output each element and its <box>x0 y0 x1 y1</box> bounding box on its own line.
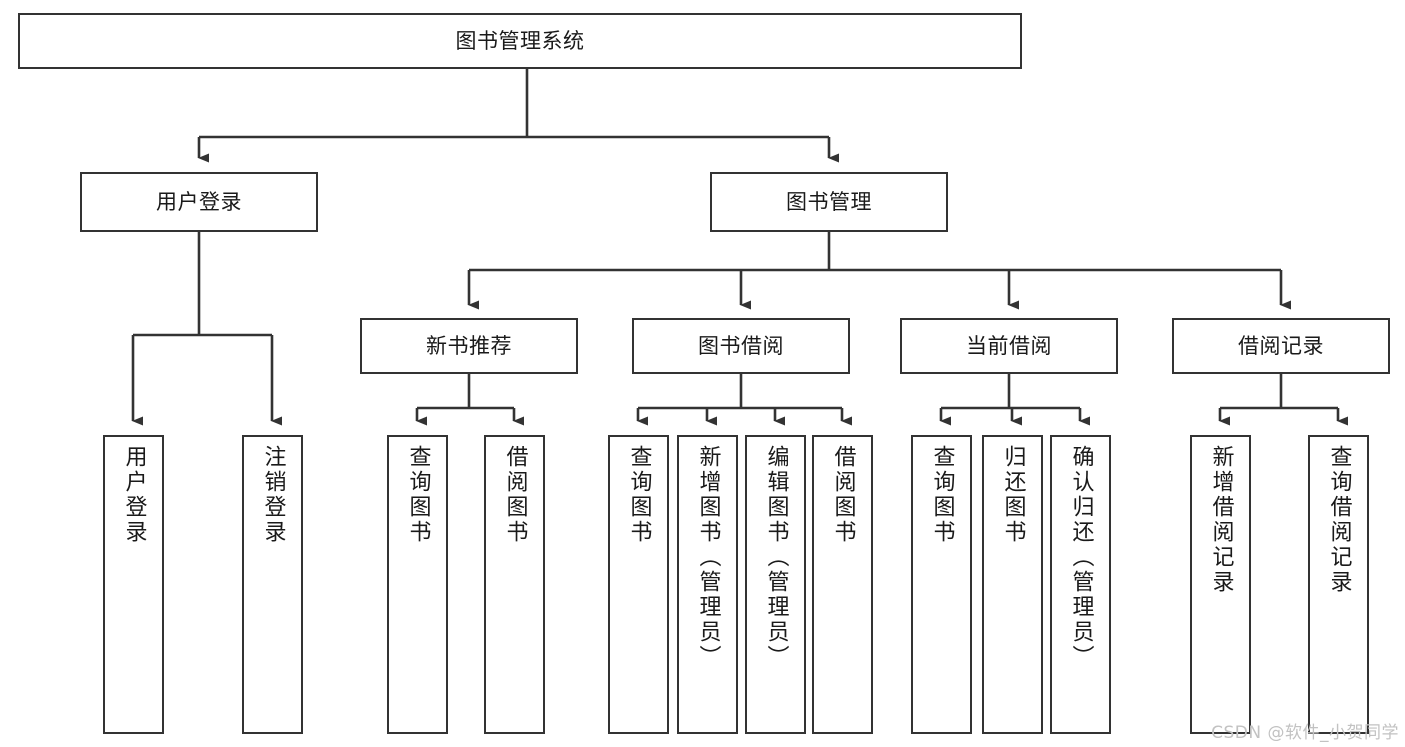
node-leaf-query-book-1[interactable]: 查询图书 <box>387 435 448 734</box>
node-leaf-confirm-return[interactable]: 确认归还（管理员） <box>1050 435 1111 734</box>
node-root-label: 图书管理系统 <box>455 28 585 53</box>
node-leaf-add-book[interactable]: 新增图书（管理员） <box>677 435 738 734</box>
node-leaf-user-login[interactable]: 用户登录 <box>103 435 164 734</box>
node-borrow-record-label: 借阅记录 <box>1238 333 1324 358</box>
node-book-manage[interactable]: 图书管理 <box>710 172 948 232</box>
node-book-borrow-label: 图书借阅 <box>698 333 784 358</box>
node-current-borrow[interactable]: 当前借阅 <box>900 318 1118 374</box>
node-root[interactable]: 图书管理系统 <box>18 13 1022 69</box>
node-leaf-add-record-label: 新增借阅记录 <box>1208 445 1234 595</box>
node-leaf-edit-book-label: 编辑图书（管理员） <box>763 445 789 670</box>
node-current-borrow-label: 当前借阅 <box>966 333 1052 358</box>
node-borrow-record[interactable]: 借阅记录 <box>1172 318 1390 374</box>
node-leaf-borrow-book-2-label: 借阅图书 <box>830 445 856 545</box>
node-user-login-label: 用户登录 <box>156 189 242 214</box>
node-leaf-borrow-book-1-label: 借阅图书 <box>502 445 528 545</box>
node-leaf-add-book-label: 新增图书（管理员） <box>695 445 721 670</box>
node-leaf-query-record[interactable]: 查询借阅记录 <box>1308 435 1369 734</box>
node-leaf-query-book-1-label: 查询图书 <box>405 445 431 545</box>
node-leaf-query-book-3-label: 查询图书 <box>929 445 955 545</box>
node-leaf-logout[interactable]: 注销登录 <box>242 435 303 734</box>
node-leaf-logout-label: 注销登录 <box>260 445 286 545</box>
node-new-book-recommend-label: 新书推荐 <box>426 333 512 358</box>
node-leaf-query-record-label: 查询借阅记录 <box>1326 445 1352 595</box>
node-user-login[interactable]: 用户登录 <box>80 172 318 232</box>
node-leaf-user-login-label: 用户登录 <box>121 445 147 545</box>
node-leaf-query-book-2-label: 查询图书 <box>626 445 652 545</box>
node-leaf-edit-book[interactable]: 编辑图书（管理员） <box>745 435 806 734</box>
node-leaf-return-book-label: 归还图书 <box>1000 445 1026 545</box>
node-book-borrow[interactable]: 图书借阅 <box>632 318 850 374</box>
node-leaf-borrow-book-2[interactable]: 借阅图书 <box>812 435 873 734</box>
node-leaf-add-record[interactable]: 新增借阅记录 <box>1190 435 1251 734</box>
node-leaf-query-book-3[interactable]: 查询图书 <box>911 435 972 734</box>
node-leaf-return-book[interactable]: 归还图书 <box>982 435 1043 734</box>
node-leaf-confirm-return-label: 确认归还（管理员） <box>1068 445 1094 670</box>
node-book-manage-label: 图书管理 <box>786 189 872 214</box>
csdn-watermark: CSDN @软件_小贺同学 <box>1211 723 1399 743</box>
node-new-book-recommend[interactable]: 新书推荐 <box>360 318 578 374</box>
node-leaf-query-book-2[interactable]: 查询图书 <box>608 435 669 734</box>
node-leaf-borrow-book-1[interactable]: 借阅图书 <box>484 435 545 734</box>
